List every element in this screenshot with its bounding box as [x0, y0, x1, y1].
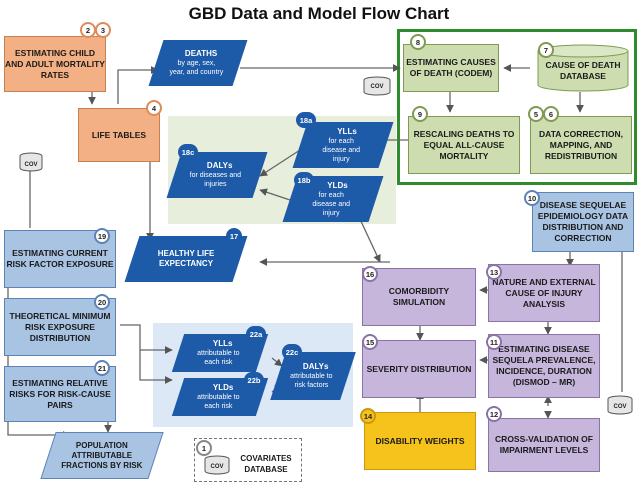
ylls-subtext: for each disease and injury [322, 137, 361, 163]
box-codem: ESTIMATING CAUSES OF DEATH (CODEM) [403, 44, 499, 92]
badge-10: 10 [524, 190, 540, 206]
para-deaths: DEATHS by age, sex, year, and country [148, 40, 248, 86]
box-sequelae-epidemiology: DISEASE SEQUELAE EPIDEMIOLOGY DATA DISTR… [532, 192, 634, 252]
badge-14: 14 [360, 408, 376, 424]
cov-cylinder-right-icon [607, 395, 633, 415]
cod-database-label: CAUSE OF DEATH DATABASE [545, 60, 621, 81]
badge-16: 16 [362, 266, 378, 282]
box-rescaling: RESCALING DEATHS TO EQUAL ALL-CAUSE MORT… [408, 116, 520, 174]
cov-label-left: COV [24, 162, 38, 168]
badge-3: 3 [95, 22, 111, 38]
dalys-subtext: for diseases and injuries [189, 172, 242, 188]
box-nature-external-cause: NATURE AND EXTERNAL CAUSE OF INJURY ANAL… [488, 264, 600, 322]
cov-cylinder-left-icon [19, 152, 43, 172]
dalys-risk-subtext: attributable to risk factors [290, 373, 333, 389]
box-disability-weights: DISABILITY WEIGHTS [364, 412, 476, 470]
box-data-correction: DATA CORRECTION, MAPPING, AND REDISTRIBU… [530, 116, 632, 174]
badge-22c: 22c [282, 344, 302, 360]
badge-5: 5 [528, 106, 544, 122]
badge-20: 20 [94, 294, 110, 310]
database-cylinder-icon [537, 44, 629, 92]
covariates-database-label: COVARIATES DATABASE [240, 454, 292, 474]
box-child-adult-mortality: ESTIMATING CHILD AND ADULT MORTALITY RAT… [4, 36, 106, 92]
cov-label-right: COV [613, 404, 627, 410]
para-population-attributable-fractions: POPULATION ATTRIBUTABLE FRACTIONS BY RIS… [40, 432, 164, 479]
badge-19: 19 [94, 228, 110, 244]
dalys-heading: DALYs [207, 161, 233, 170]
ylds-subtext: for each disease and injury [312, 191, 351, 217]
badge-4: 4 [146, 100, 162, 116]
codem-highlight-frame [397, 29, 637, 185]
ylds-risk-heading: YLDs [212, 383, 234, 392]
box-relative-risks: ESTIMATING RELATIVE RISKS FOR RISK-CAUSE… [4, 366, 116, 422]
badge-1: 1 [196, 440, 212, 456]
badge-15: 15 [362, 334, 378, 350]
badge-18c: 18c [178, 144, 198, 160]
badge-8: 8 [410, 34, 426, 50]
ylls-risk-subtext: attributable to each risk [197, 350, 240, 366]
ylds-heading: YLDs [327, 180, 348, 190]
badge-18b: 18b [294, 172, 314, 188]
badge-22a: 22a [246, 326, 266, 342]
badge-2: 2 [80, 22, 96, 38]
cov-label-database: COV [210, 464, 224, 470]
box-cod-database: CAUSE OF DEATH DATABASE [536, 44, 630, 92]
para-ylls: YLLs for each disease and injury [292, 122, 394, 168]
cov-cylinder-codem-icon [363, 76, 391, 96]
badge-12: 12 [486, 406, 502, 422]
box-severity-distribution: SEVERITY DISTRIBUTION [362, 340, 476, 398]
badge-6: 6 [543, 106, 559, 122]
box-cross-validation: CROSS-VALIDATION OF IMPAIRMENT LEVELS [488, 418, 600, 472]
badge-7: 7 [538, 42, 554, 58]
badge-18a: 18a [296, 112, 316, 128]
badge-11: 11 [486, 334, 502, 350]
ylds-risk-subtext: attributable to each risk [197, 394, 240, 410]
chart-title: GBD Data and Model Flow Chart [188, 4, 450, 23]
badge-21: 21 [94, 360, 110, 376]
ylls-risk-heading: YLLs [213, 339, 233, 348]
box-life-tables: LIFE TABLES [78, 108, 160, 162]
paf-heading: POPULATION ATTRIBUTABLE FRACTIONS BY RIS… [61, 440, 143, 470]
badge-13: 13 [486, 264, 502, 280]
deaths-heading: DEATHS [184, 49, 218, 58]
ylls-heading: YLLs [337, 126, 358, 136]
hle-heading: HEALTHY LIFE EXPECTANCY [157, 249, 215, 268]
badge-22b: 22b [244, 372, 264, 388]
deaths-subtext: by age, sex, year, and country [169, 60, 224, 76]
cov-label-codem: COV [370, 84, 384, 90]
badge-9: 9 [412, 106, 428, 122]
box-dismod: ESTIMATING DISEASE SEQUELA PREVALENCE, I… [488, 334, 600, 398]
dalys-risk-heading: DALYs [303, 362, 329, 371]
cov-cylinder-database-icon [204, 455, 230, 475]
box-current-risk-exposure: ESTIMATING CURRENT RISK FACTOR EXPOSURE [4, 230, 116, 288]
badge-17: 17 [226, 228, 242, 244]
box-comorbidity: COMORBIDITY SIMULATION [362, 268, 476, 326]
